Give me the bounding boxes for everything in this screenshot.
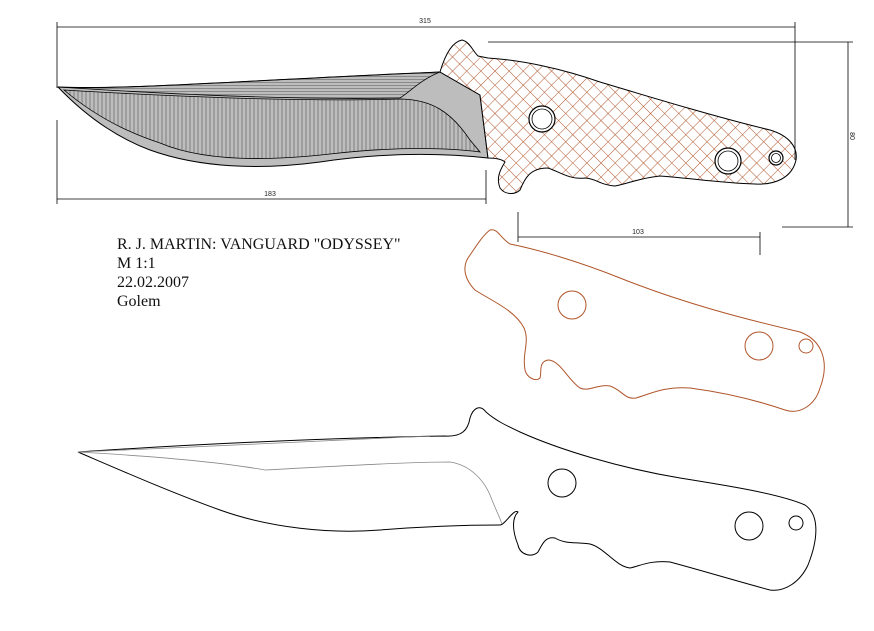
- title-line-name: R. J. MARTIN: VANGUARD "ODYSSEY": [117, 236, 401, 253]
- bottom-lanyard-hole: [788, 515, 804, 531]
- dim-handle-length: 103: [632, 229, 644, 236]
- top-handle: [439, 39, 797, 194]
- handle-scale-outline: [464, 229, 825, 412]
- title-line-date: 22.02.2007: [117, 274, 189, 291]
- scale-pin-2: [744, 331, 774, 361]
- top-knife: [56, 39, 797, 194]
- dim-height: 80: [848, 132, 855, 140]
- title-line-scale: M 1:1: [117, 255, 156, 272]
- dim-overall-length: 315: [419, 18, 431, 25]
- bottom-knife-profile: [77, 407, 817, 591]
- scale-pin-1: [557, 290, 587, 320]
- title-block: R. J. MARTIN: VANGUARD "ODYSSEY" M 1:1 2…: [117, 235, 401, 311]
- top-blade-swedge: [57, 71, 441, 99]
- dim-blade-length: 183: [264, 191, 276, 198]
- bottom-knife-grind-lines: [77, 435, 503, 525]
- bottom-pin-2: [734, 511, 764, 541]
- bottom-pin-1: [547, 468, 577, 498]
- dimension-lines: [56, 22, 853, 255]
- scale-lanyard-hole: [798, 338, 814, 354]
- top-blade-flat: [62, 89, 481, 159]
- title-line-author: Golem: [117, 293, 161, 310]
